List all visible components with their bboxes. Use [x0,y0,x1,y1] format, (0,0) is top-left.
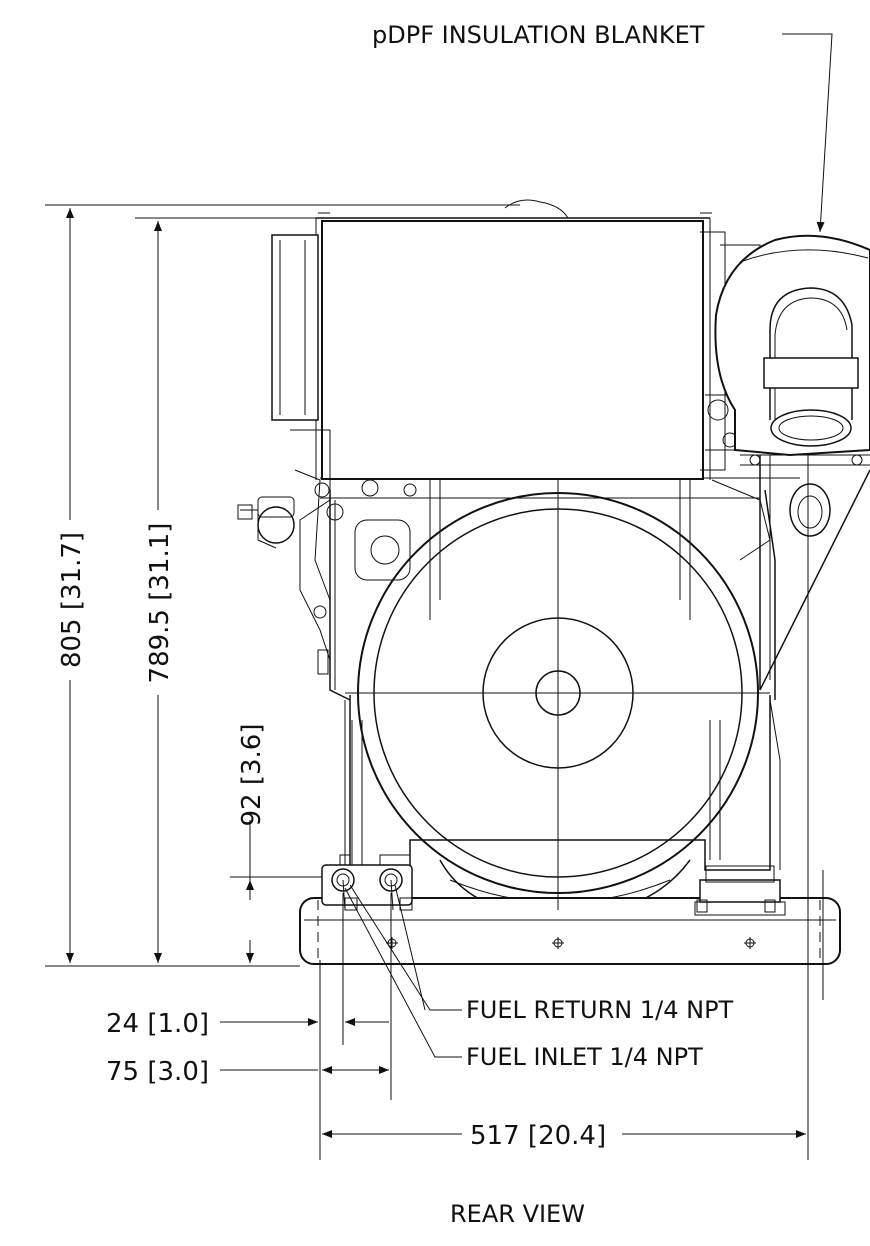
dim-fuel-inlet-offset: 75 [3.0] [106,1057,209,1087]
dim-fuel-return-offset-in: 1.0 [158,1009,199,1039]
fuel-fittings [331,868,403,911]
dim-overall-width-mm: 517 [470,1121,520,1151]
dim-box-height-in: 31.1 [145,533,175,591]
dim-overall-width-in: 20.4 [538,1121,596,1151]
label-fuel-return: FUEL RETURN 1/4 NPT [466,996,734,1024]
dim-overall-width: 517 [20.4] [470,1121,606,1151]
dim-fuel-height-mm: 92 [237,793,267,826]
svg-text:92 [3.6]: 92 [3.6] [237,723,267,826]
dimension-lines [45,33,833,1160]
flywheel [345,470,770,910]
svg-text:805 [31.7]: 805 [31.7] [57,532,87,668]
base-frame [299,854,841,965]
top-cover [237,199,771,675]
dim-fuel-inlet-offset-mm: 75 [106,1057,139,1087]
dim-overall-height: 805 [31.7] [57,532,87,668]
label-rear-view: REAR VIEW [450,1200,585,1228]
dim-fuel-return-offset: 24 [1.0] [106,1009,209,1039]
dim-overall-height-mm: 805 [57,618,87,668]
dim-box-height-mm: 789.5 [145,609,175,683]
dim-box-height: 789.5 [31.1] [145,523,175,684]
dim-fuel-height: 92 [3.6] [237,723,267,826]
label-insulation-blanket: pDPF INSULATION BLANKET [372,21,705,49]
dim-fuel-inlet-offset-in: 3.0 [158,1057,199,1087]
svg-text:789.5 [31.1]: 789.5 [31.1] [145,523,175,684]
dim-fuel-return-offset-mm: 24 [106,1009,139,1039]
dim-overall-height-in: 31.7 [57,542,87,600]
label-fuel-inlet: FUEL INLET 1/4 NPT [466,1043,703,1071]
pdpf-assembly [714,234,870,691]
engine-outline [320,477,800,919]
dim-fuel-height-in: 3.6 [237,734,267,775]
